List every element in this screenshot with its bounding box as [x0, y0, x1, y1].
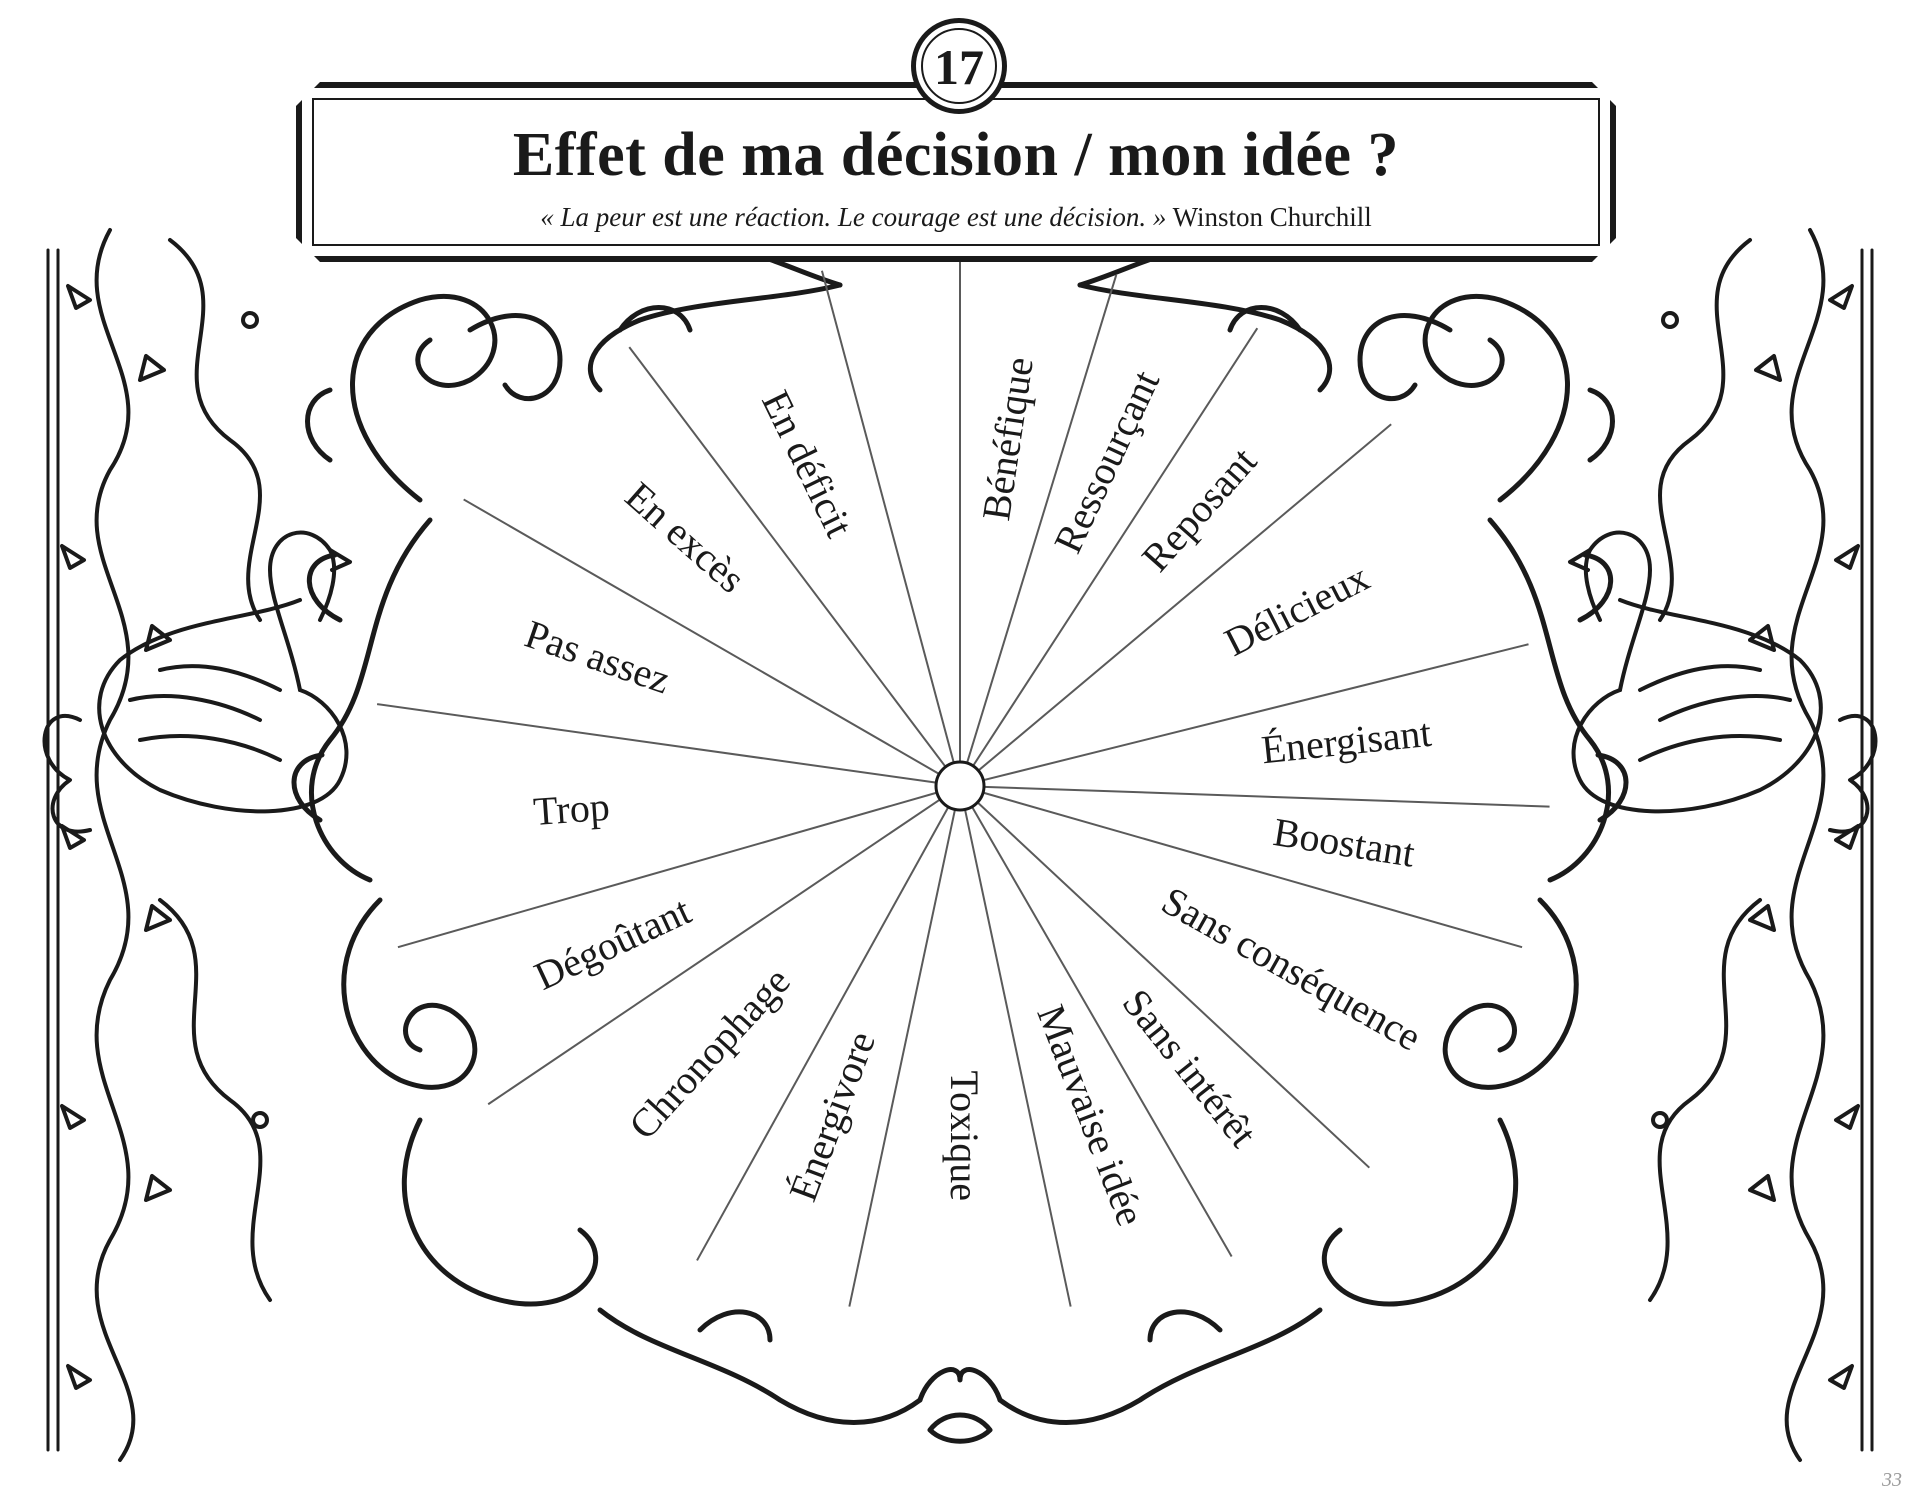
exercise-number: 17: [916, 39, 1002, 95]
wheel-segment-label: En excès: [617, 473, 754, 602]
wheel-segment-label: Toxique: [942, 1071, 987, 1202]
wheel-segment-label: Énergisant: [1259, 710, 1433, 773]
wheel-segment-label: Énergivore: [780, 1025, 884, 1207]
wheel-segment-label: Sans intérêt: [1114, 980, 1266, 1155]
wheel-segment-label: Trop: [532, 784, 611, 834]
wheel-segment-label: Dégoûtant: [528, 888, 698, 999]
wheel-segment-label: Pas assez: [520, 611, 676, 702]
wheel-spoke: [983, 644, 1528, 780]
quote-line: « La peur est une réaction. Le courage e…: [296, 202, 1616, 233]
quote-text: « La peur est une réaction. Le courage e…: [540, 202, 1166, 232]
wheel-segment-label: Délicieux: [1217, 554, 1376, 665]
exercise-number-badge: 17: [911, 18, 1007, 114]
page-number: 33: [1882, 1469, 1902, 1492]
wheel-segment-label: Reposant: [1133, 439, 1265, 580]
wheel-spoke: [377, 704, 936, 783]
wheel-segment-label: Boostant: [1270, 809, 1418, 876]
wheel-segment-label: Chronophage: [620, 958, 799, 1147]
wheel-hub: [936, 762, 984, 810]
wheel-segment-label: Sans conséquence: [1154, 878, 1428, 1060]
wheel-segment-label: En déficit: [753, 383, 862, 543]
quote-author: Winston Churchill: [1173, 202, 1372, 232]
wheel-spoke: [984, 787, 1550, 807]
wheel-segment-label: Bénéfique: [973, 354, 1042, 523]
page-title: Effet de ma décision / mon idée ?: [296, 120, 1616, 191]
